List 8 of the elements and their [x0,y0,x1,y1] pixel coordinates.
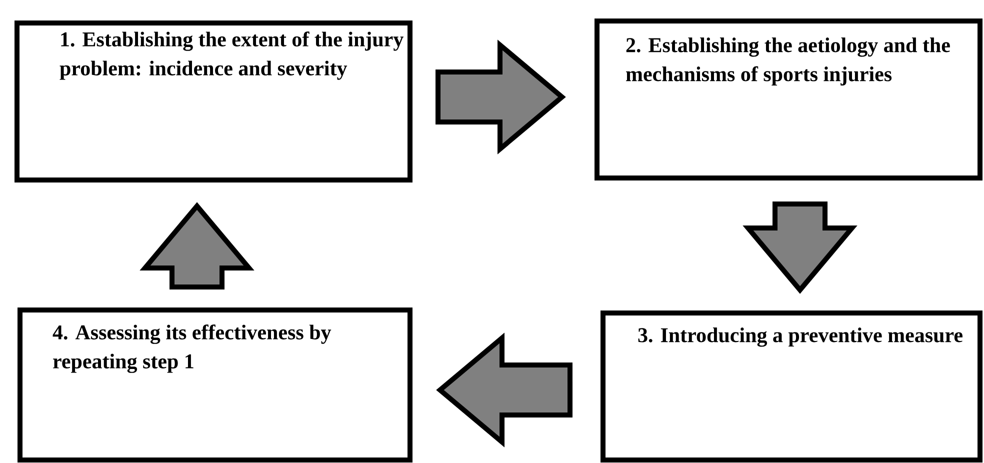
block-arrow [436,332,572,448]
process-box: 4. Assessing its effectiveness by repeating step 1 [18,308,412,462]
process-box: 2. Establishing the aetiology and the mechanisms of sports injuries [594,18,983,180]
block-arrow [140,202,254,290]
process-box: 1. Establishing the extent of the injury problem: incidence and severity [14,20,412,182]
process-box: 3. Introducing a preventive measure [600,310,983,462]
block-arrow [436,40,566,154]
block-arrow [742,202,858,294]
